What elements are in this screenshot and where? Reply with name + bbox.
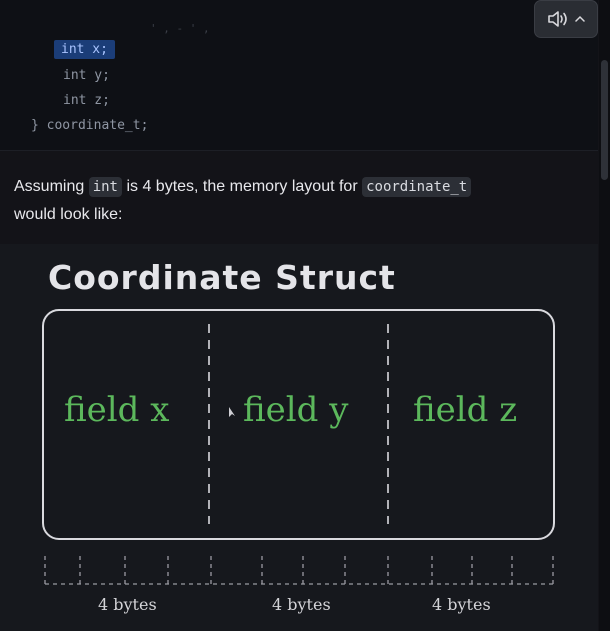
code-block: ' , - ' , int x; int y; int z; } coordin… <box>0 0 598 151</box>
scrollbar-thumb[interactable] <box>601 60 608 180</box>
vertical-scrollbar[interactable] <box>599 0 610 631</box>
chevron-up-icon[interactable] <box>575 15 585 23</box>
byte-label-x: 4 bytes <box>98 595 157 614</box>
code-line-y: int y; <box>63 68 110 83</box>
paragraph-text-1: Assuming <box>14 178 89 195</box>
byte-label-y: 4 bytes <box>272 595 331 614</box>
inline-code-int: int <box>88 177 122 197</box>
code-line-x-selected[interactable]: int x; <box>54 40 115 59</box>
paragraph-text-2: is 4 bytes, the memory layout for <box>122 178 363 195</box>
byte-ruler-ticks <box>44 556 554 584</box>
inline-code-coordinate-t: coordinate_t <box>362 177 472 197</box>
struct-box <box>42 309 555 540</box>
speaker-icon[interactable] <box>547 9 569 29</box>
paragraph-text-3: would look like: <box>14 206 123 223</box>
mouse-cursor-icon <box>229 407 235 417</box>
field-z-label: field z <box>413 390 518 430</box>
memory-layout-diagram: Coordinate Struct field x field y field … <box>0 244 598 631</box>
diagram-title: Coordinate Struct <box>48 258 396 297</box>
field-y-label: field y <box>243 390 349 430</box>
explanation-paragraph: Assuming int is 4 bytes, the memory layo… <box>14 173 594 229</box>
byte-label-z: 4 bytes <box>432 595 491 614</box>
field-x-label: field x <box>64 390 170 430</box>
code-line-z: int z; <box>63 93 110 108</box>
code-line-faded: ' , - ' , <box>150 22 210 35</box>
code-line-end: } coordinate_t; <box>31 118 149 133</box>
audio-widget[interactable] <box>534 0 598 38</box>
diagram-shapes <box>42 309 555 585</box>
